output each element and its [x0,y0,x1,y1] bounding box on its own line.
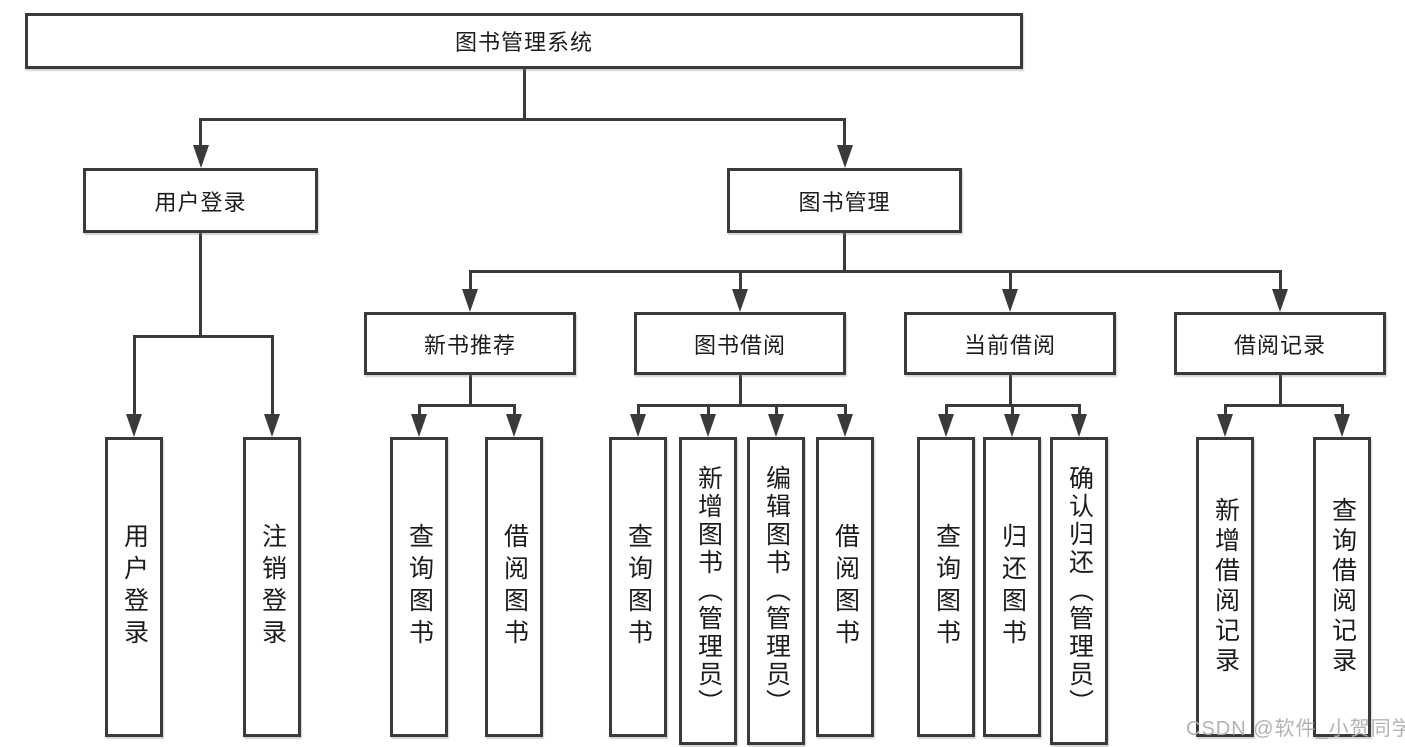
connector-line [512,404,516,416]
connector-line [944,404,948,416]
leaf-query-books-1: 查询图书 [390,437,448,737]
node-label: 当前借阅 [963,332,1056,358]
node-library-management-system: 图书管理系统 [25,13,1023,69]
leaf-borrow-books-1: 借阅图书 [485,437,543,737]
node-label: 图书管理系统 [454,30,593,55]
arrowhead-down-icon [192,145,209,168]
arrowhead-down-icon [264,414,280,437]
leaf-query-borrow-record: 查询借阅记录 [1313,437,1371,737]
node-borrow-records: 借阅记录 [1174,312,1386,375]
connector-line [270,334,274,418]
leaf-add-book-admin: 新增图书（管理员） [679,437,737,745]
node-label: 确认归还（管理员） [1065,465,1094,717]
node-label: 查询图书 [405,523,434,651]
node-label: 借阅记录 [1233,332,1326,358]
leaf-confirm-return-admin: 确认归还（管理员） [1050,437,1108,745]
connector-line [132,334,136,418]
connector-line [132,334,274,338]
connector-line [738,270,742,292]
arrowhead-down-icon [506,414,522,437]
node-label: 新增借阅记录 [1211,497,1240,677]
connector-line [468,270,472,292]
connector-line [636,404,640,416]
node-label: 图书借阅 [693,332,786,358]
leaf-add-borrow-record: 新增借阅记录 [1196,437,1254,737]
connector-line [1010,404,1014,416]
node-label: 新增图书（管理员） [694,465,723,717]
leaf-query-books-2: 查询图书 [609,437,667,737]
connector-line [774,404,778,416]
arrowhead-down-icon [1071,414,1087,437]
connector-line [738,375,742,406]
connector-line [1223,404,1344,407]
connector-line [417,404,516,407]
node-label: 新书推荐 [423,332,516,358]
node-label: 用户登录 [120,523,149,651]
node-label: 查询图书 [624,523,653,651]
node-book-borrow: 图书借阅 [634,312,846,375]
connector-line [417,404,421,416]
connector-line [1008,375,1012,406]
connector-line [1278,270,1282,292]
arrowhead-down-icon [126,414,142,437]
connector-line [843,117,846,149]
leaf-edit-book-admin: 编辑图书（管理员） [747,437,805,745]
connector-line [468,270,1282,273]
node-user-login: 用户登录 [83,168,318,233]
node-label: 查询借阅记录 [1328,497,1357,677]
node-label: 注销登录 [258,523,287,651]
connector-line [1223,404,1227,416]
arrowhead-down-icon [1002,289,1018,312]
connector-line [1008,270,1012,292]
node-current-borrow: 当前借阅 [904,312,1116,375]
connector-line [199,117,202,149]
csdn-watermark: CSDN @软件_小贺同学 [1186,718,1405,740]
arrowhead-down-icon [768,414,784,437]
connector-line [199,233,202,337]
node-book-management: 图书管理 [727,168,962,233]
node-new-book-recommend: 新书推荐 [364,312,576,375]
arrowhead-down-icon [837,414,853,437]
leaf-logout: 注销登录 [243,437,301,737]
connector-line [522,69,526,120]
arrowhead-down-icon [700,414,716,437]
leaf-query-books-3: 查询图书 [917,437,975,737]
arrowhead-down-icon [836,145,853,168]
arrowhead-down-icon [938,414,954,437]
arrowhead-down-icon [732,289,748,312]
node-label: 用户登录 [154,189,247,215]
arrowhead-down-icon [1217,414,1233,437]
node-label: 归还图书 [998,523,1027,651]
connector-line [843,404,847,416]
connector-line [468,375,472,406]
leaf-borrow-books-2: 借阅图书 [816,437,874,737]
node-label: 借阅图书 [831,523,860,651]
arrowhead-down-icon [1004,414,1020,437]
arrowhead-down-icon [411,414,427,437]
arrowhead-down-icon [1272,289,1288,312]
leaf-return-books: 归还图书 [983,437,1041,737]
leaf-user-login: 用户登录 [105,437,163,737]
arrowhead-down-icon [462,289,478,312]
node-label: 借阅图书 [500,523,529,651]
arrowhead-down-icon [630,414,646,437]
connector-line [1077,404,1081,416]
node-label: 查询图书 [932,523,961,651]
connector-line [1278,375,1282,406]
connector-line [1340,404,1344,416]
arrowhead-down-icon [1334,414,1350,437]
node-label: 图书管理 [798,189,891,215]
connector-line [636,404,847,407]
node-label: 编辑图书（管理员） [762,465,791,717]
connector-line [706,404,710,416]
connector-line [843,233,846,273]
connector-line [199,117,845,121]
